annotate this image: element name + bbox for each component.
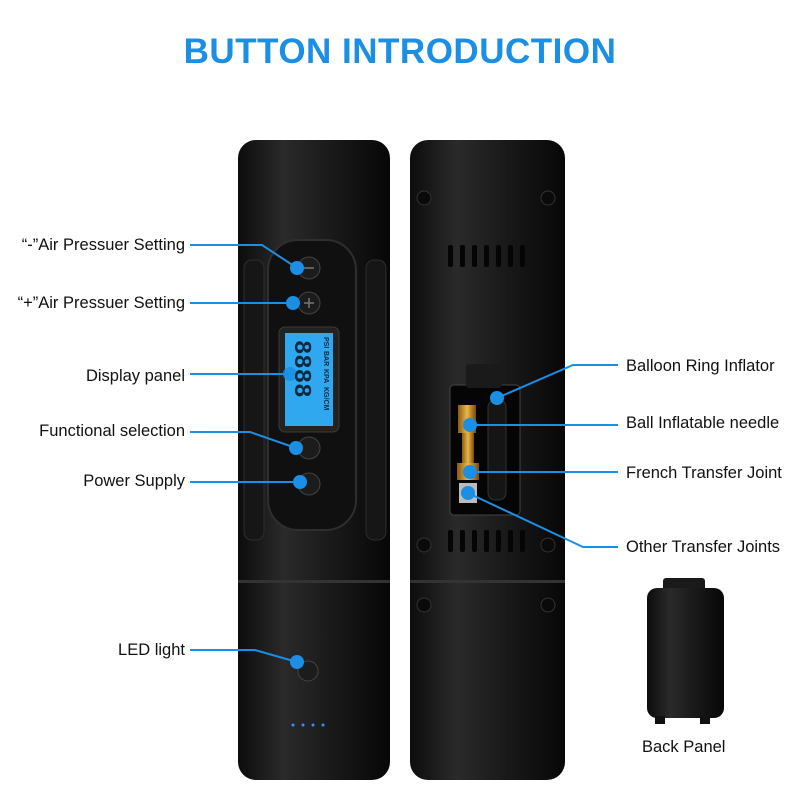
callout-lines xyxy=(190,244,618,663)
display-digits: 8888 xyxy=(287,340,314,398)
battery-indicator-lights xyxy=(291,723,325,727)
label-led-light: LED light xyxy=(118,641,185,659)
led-button[interactable] xyxy=(297,660,319,682)
screws xyxy=(416,190,556,613)
display-units: PSI BAR KPA KG/CM xyxy=(316,337,330,423)
label-power-supply: Power Supply xyxy=(83,472,185,490)
label-minus-pressure: “-”Air Pressuer Setting xyxy=(21,236,185,254)
callout-dots xyxy=(283,261,504,669)
pump-back-view xyxy=(410,140,565,780)
label-french-transfer-joint: French Transfer Joint xyxy=(626,464,782,482)
back-panel xyxy=(647,578,724,724)
balloon-inflator xyxy=(487,399,507,501)
label-plus-pressure: “+”Air Pressuer Setting xyxy=(17,294,185,312)
display-unit-kgcm: KG/CM xyxy=(322,386,329,411)
display-unit-bar: BAR xyxy=(322,351,329,367)
display-unit-kpa: KPA xyxy=(322,369,329,384)
display-unit-psi: PSI xyxy=(322,337,329,349)
label-functional-selection: Functional selection xyxy=(39,422,185,440)
label-other-transfer-joints: Other Transfer Joints xyxy=(626,538,781,556)
vent-slots xyxy=(448,245,525,552)
label-display-panel: Display panel xyxy=(85,367,185,385)
label-balloon-ring-inflator: Balloon Ring Inflator xyxy=(626,357,775,375)
page-title: BUTTON INTRODUCTION xyxy=(183,32,617,71)
label-ball-inflatable-needle: Ball Inflatable needle xyxy=(626,414,780,432)
label-back-panel: Back Panel xyxy=(642,738,726,756)
plus-icon xyxy=(304,298,314,308)
pump-front-view xyxy=(238,140,390,780)
